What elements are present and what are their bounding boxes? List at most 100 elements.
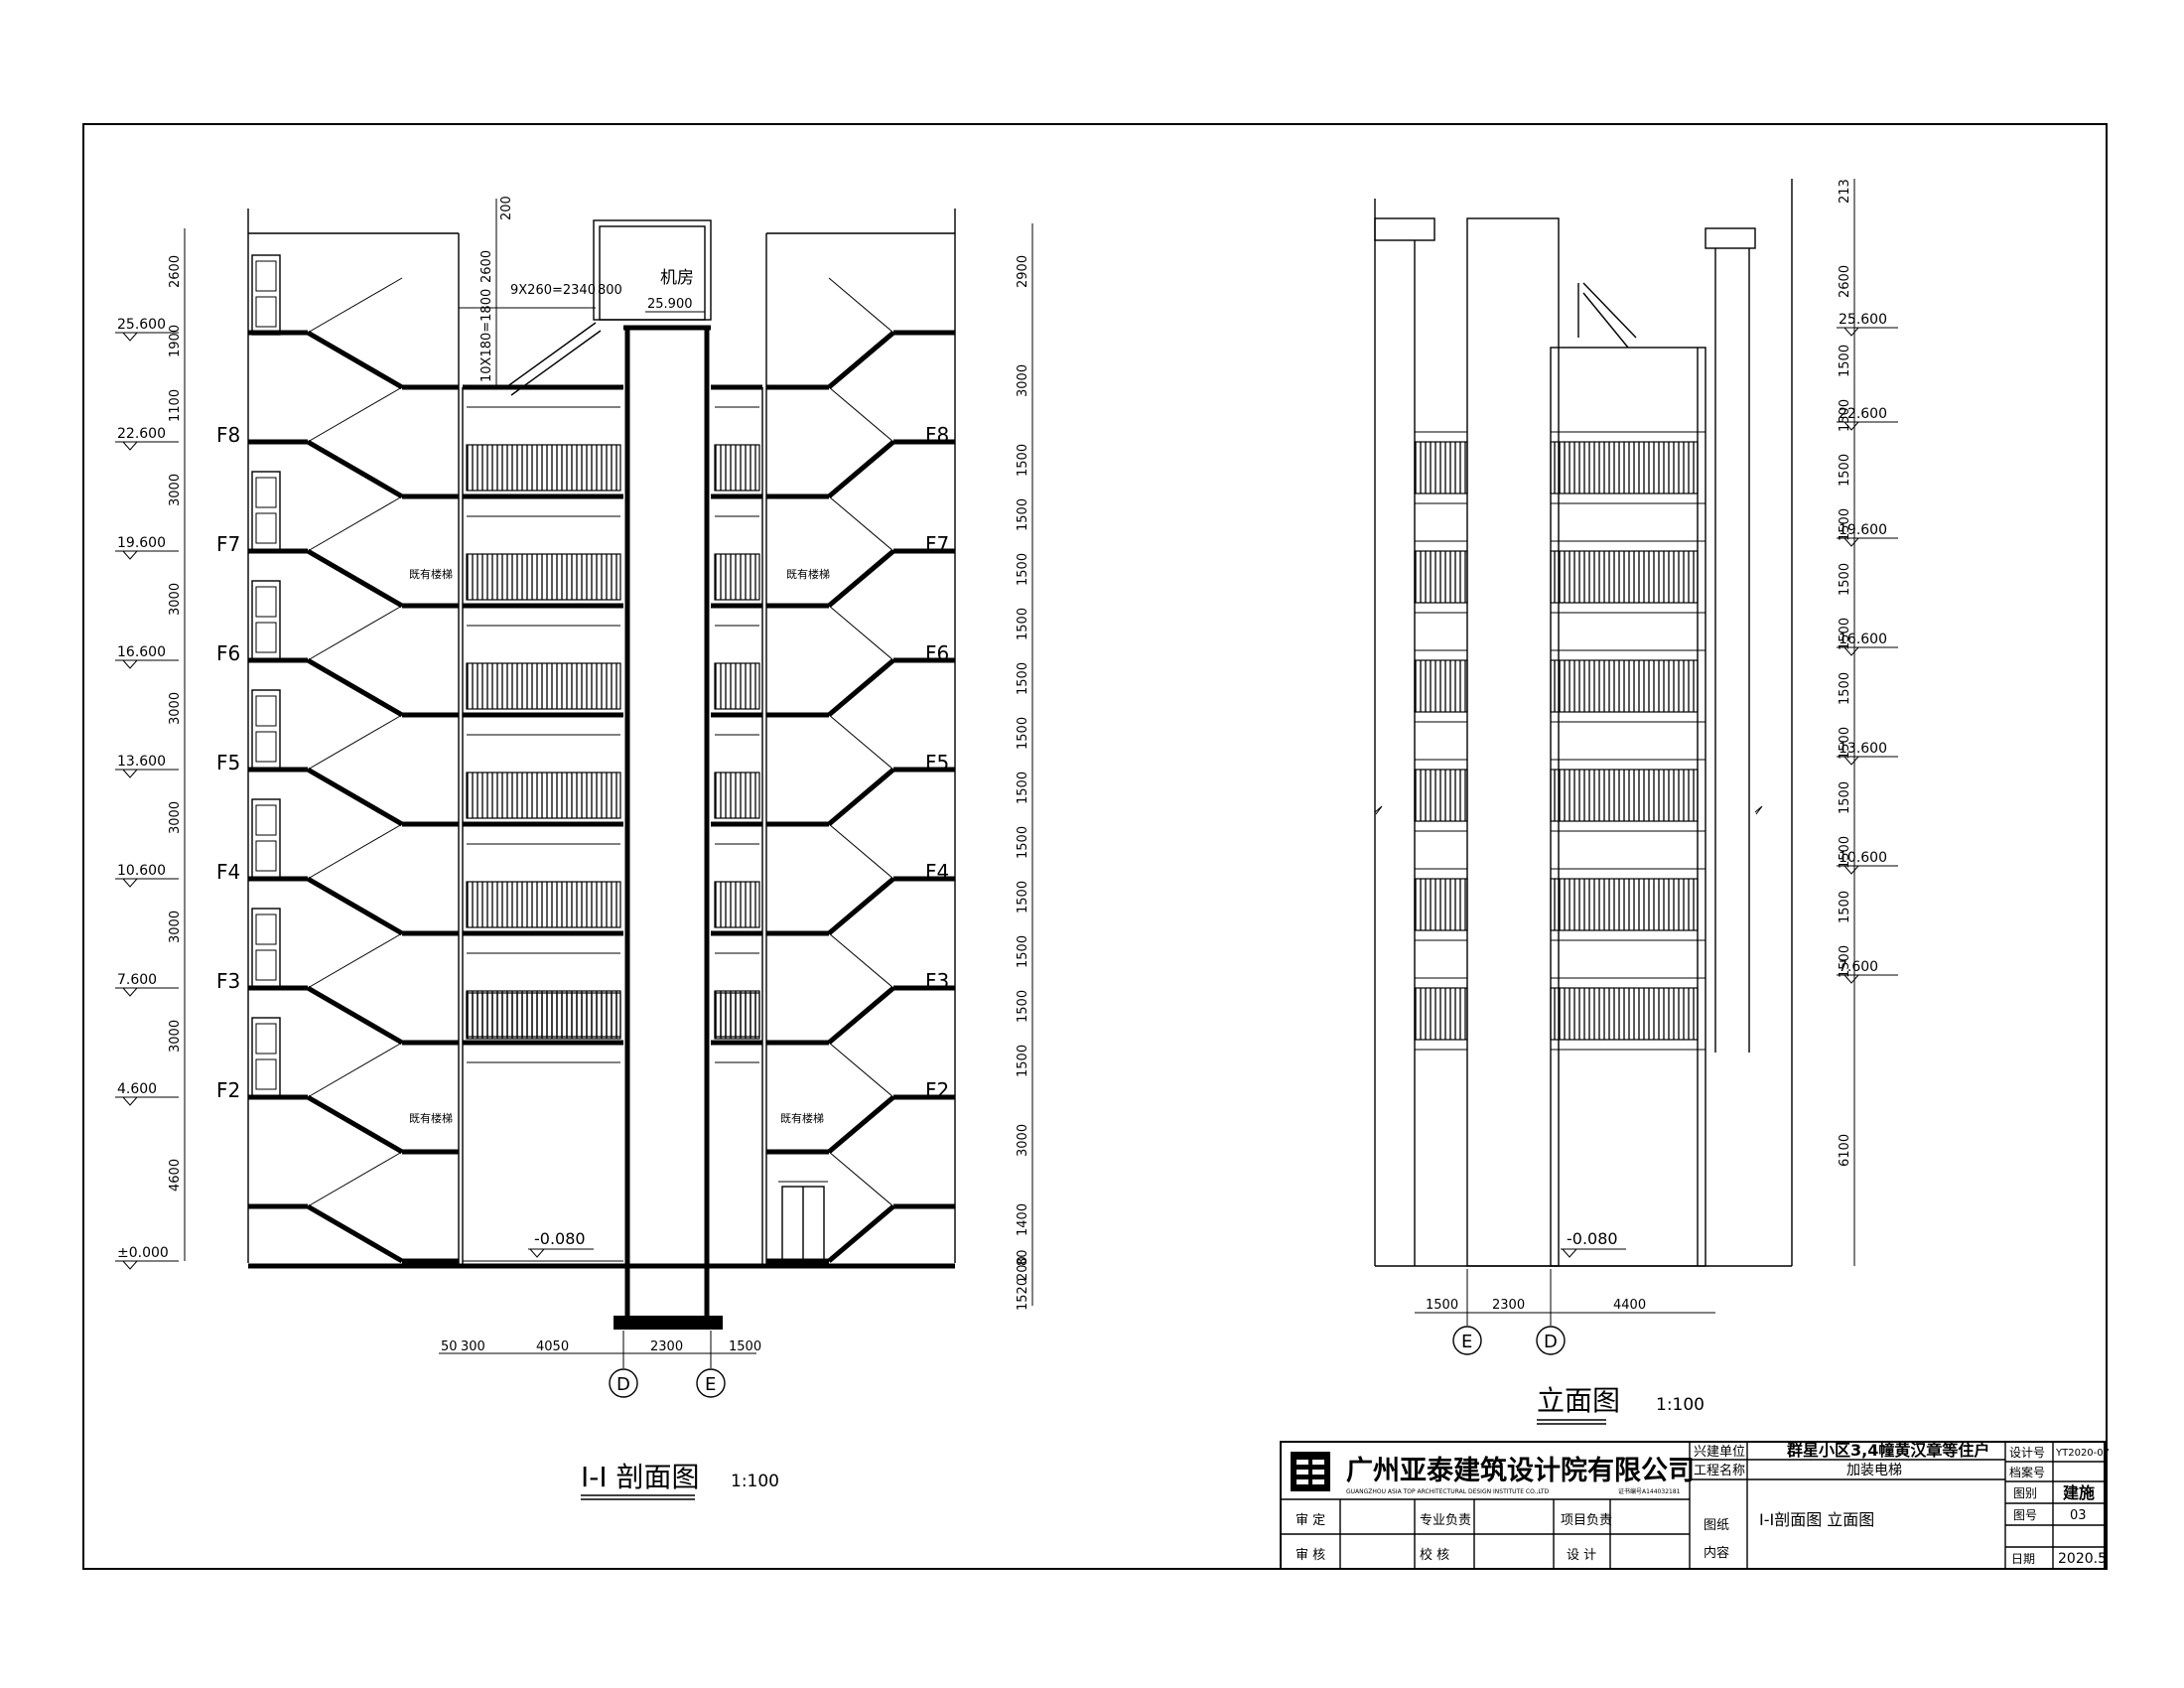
elevation-grille-left [1414,987,1468,1041]
elevation-grille-left [1414,659,1468,713]
balcony-grille-right [714,662,760,710]
right-dim: 1500 [1016,498,1030,531]
floor-label-left: F2 [216,1078,240,1102]
floor-label-left: F7 [216,532,240,556]
elevation-level-mark: 19.600 [1839,522,1887,538]
stair-flight-right [827,986,895,1045]
right-dim: 2900 [1016,255,1030,288]
svg-text:档案号: 档案号 [2009,1465,2045,1479]
section-level-mark: 4.600 [117,1081,157,1097]
company-name-en: GUANGZHOU ASIA TOP ARCHITECTURAL DESIGN … [1346,1488,1550,1495]
left-dim: 1100 [168,389,183,422]
floor-label-left: F6 [216,641,240,665]
stair-flight-right [827,768,895,826]
elevation-ground-level: -0.080 [1567,1229,1618,1248]
stair-flight-right [827,331,895,389]
stair-flight-right [827,1204,895,1263]
balcony-grille-left [466,553,621,601]
elevation-dim: 1500 [1838,563,1852,596]
right-dim: 1500 [1016,772,1030,804]
right-dim: 1520 [1016,1278,1030,1311]
stair-flight-left [306,767,404,827]
svg-text:300: 300 [461,1339,485,1354]
svg-text:E: E [705,1374,716,1395]
elevation-dim: 1500 [1838,399,1852,432]
svg-text:建施: 建施 [2063,1483,2095,1502]
right-dim: 1500 [1016,717,1030,750]
elevation-view: -0.080 25.60022.60019.60016.60013.60010.… [1374,179,1898,1425]
svg-text:1500: 1500 [729,1339,761,1354]
section-level-mark: 25.600 [117,317,166,333]
floor-label-left: F4 [216,860,240,884]
client-value: 群星小区3,4幢黄汉章等住户 [1787,1441,1989,1460]
elevation-grille-main [1550,878,1699,931]
svg-text:审 核: 审 核 [1296,1548,1325,1563]
svg-text:4400: 4400 [1613,1298,1646,1313]
elevation-level-mark: 13.600 [1839,741,1887,757]
stair-flight-left [306,985,404,1046]
right-dim: 1400 [1016,1203,1030,1236]
section-level-mark: 13.600 [117,754,166,770]
left-dim: 3000 [168,1020,183,1053]
elevation-dim: 1500 [1838,891,1852,923]
svg-text:设 计: 设 计 [1567,1548,1596,1563]
stair-flight-right [827,877,895,935]
elevation-dim: 1500 [1838,508,1852,541]
elevation-dim: 1500 [1838,454,1852,487]
svg-text:2020.5: 2020.5 [2058,1551,2107,1567]
balcony-grille-left [466,992,621,1040]
left-dim: 3000 [168,692,183,725]
balcony-grille-left [466,444,621,492]
right-dim: 1500 [1016,1045,1030,1077]
axis-bubble-d [609,1368,638,1398]
floor-label-right: F6 [925,641,949,665]
elevation-grille-main [1550,441,1699,494]
section-scale: 1:100 [731,1472,779,1491]
elevation-grille-main [1550,550,1699,604]
svg-text:D: D [1544,1332,1558,1352]
right-dim: 1500 [1016,881,1030,914]
balcony-grille-left [466,772,621,819]
section-level-mark: 19.600 [117,535,166,551]
right-dim: 200 [1016,1256,1030,1281]
balcony-grille-right [714,772,760,819]
elevation-level-mark: 7.600 [1839,959,1878,975]
elevation-dim: 1500 [1838,781,1852,814]
svg-text:审 定: 审 定 [1296,1513,1325,1528]
svg-text:E: E [1461,1332,1472,1352]
project-value: 加装电梯 [1846,1463,1902,1478]
right-dim: 3000 [1016,1124,1030,1157]
svg-text:4050: 4050 [536,1339,569,1354]
stair-flight-right [827,1095,895,1154]
stair-flight-left [306,548,404,609]
elevation-dim: 1500 [1838,727,1852,760]
floor-label-right: F2 [925,1078,949,1102]
floor-label-right: F7 [925,532,949,556]
svg-text:内容: 内容 [1704,1545,1729,1561]
left-dim: 3000 [168,583,183,616]
left-dim: 1900 [168,325,183,357]
elevation-dim: 1500 [1838,345,1852,377]
existing-stair-note: 既有楼梯 [409,567,453,581]
balcony-grille-right [714,992,760,1040]
elevation-level-mark: 25.600 [1839,312,1887,328]
right-dim: 3000 [1016,364,1030,397]
right-dim: 1500 [1016,608,1030,640]
elevation-level-mark: 22.600 [1839,406,1887,422]
elevation-grille-left [1414,878,1468,931]
elevation-grille-left [1414,550,1468,604]
svg-text:1500: 1500 [1426,1298,1458,1313]
stair-door [251,908,281,989]
elevation-grille-main [1550,769,1699,822]
balcony-grille-left [466,662,621,710]
floor-label-left: F3 [216,969,240,993]
section-title: I-I 剖面图 [581,1461,700,1493]
svg-text:既有楼梯: 既有楼梯 [786,567,830,581]
axis-bubble-e [696,1368,726,1398]
floor-label-left: F5 [216,751,240,774]
right-dim: 80 [1016,1249,1030,1266]
content-value: I-I剖面图 立面图 [1759,1510,1874,1529]
elevation-title: 立面图 [1537,1384,1620,1417]
svg-text:项目负责: 项目负责 [1561,1513,1612,1528]
stair-flight-left [306,439,404,499]
